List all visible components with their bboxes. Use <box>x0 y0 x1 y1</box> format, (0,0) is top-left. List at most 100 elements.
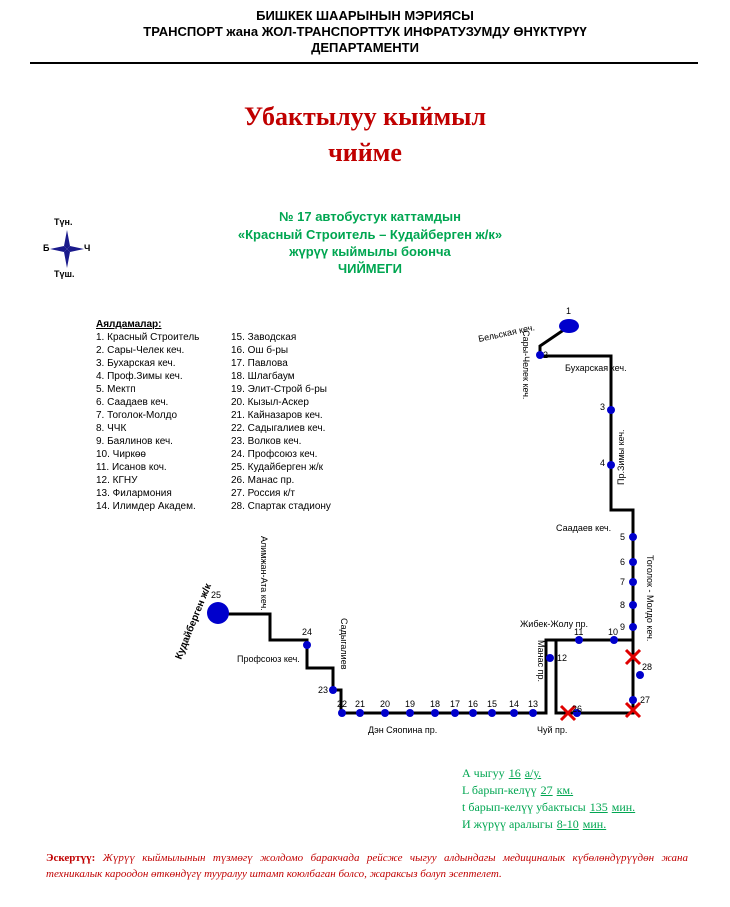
street-prof-zimy: Пр.Зимы кеч. <box>616 429 626 485</box>
legend-item: 28. Спартак стадиону <box>231 501 331 512</box>
legend-item: 3. Бухарская кеч. <box>96 358 176 369</box>
legend-item: 25. Кудайберген ж/к <box>231 462 324 473</box>
legend-item: 13. Филармония <box>96 488 172 499</box>
stop-number-24: 24 <box>302 627 312 637</box>
stop-20 <box>381 709 389 717</box>
subtitle-line-3: жүрүү кыймылы боюнча <box>289 244 451 259</box>
stop-number-5: 5 <box>620 532 625 542</box>
stop-17 <box>451 709 459 717</box>
header-divider <box>30 62 698 64</box>
street-saadaev: Саадаев кеч. <box>556 523 611 533</box>
stop-number-14: 14 <box>509 699 519 709</box>
stop-number-8: 8 <box>620 600 625 610</box>
stop-4 <box>607 461 615 469</box>
stop-8 <box>629 601 637 609</box>
stop-16 <box>469 709 477 717</box>
stat-interval-unit: мин. <box>582 817 607 831</box>
legend-item: 2. Сары-Челек кеч. <box>96 345 185 356</box>
stop-number-20: 20 <box>380 699 390 709</box>
blocked-cross-icon <box>624 701 642 719</box>
stop-18 <box>431 709 439 717</box>
stop-number-27: 27 <box>640 695 650 705</box>
compass-east-label: Ч <box>84 243 91 253</box>
stop-number-17: 17 <box>450 699 460 709</box>
legend-item: 8. ЧЧК <box>96 423 127 434</box>
subtitle-line-1: № 17 автобустук каттамдын <box>279 209 461 224</box>
legend-item: 15. Заводская <box>231 332 297 343</box>
legend-item: 11. Исанов коч. <box>96 462 167 473</box>
stop-26 <box>573 709 581 717</box>
stat-vehicles-label: А чыгуу <box>462 766 505 780</box>
stop-15 <box>488 709 496 717</box>
compass-rose-icon <box>50 230 84 268</box>
stat-vehicles-unit: а/у. <box>524 766 542 780</box>
legend-item: 7. Тоголок-Молдо <box>96 410 178 421</box>
title-line-1: Убактылуу кыймыл <box>243 102 487 131</box>
stop-number-15: 15 <box>487 699 497 709</box>
stop-number-2: 2 <box>543 350 548 360</box>
title-line-2: чийме <box>328 138 402 167</box>
compass-west-label: Б <box>43 243 50 253</box>
legend-item: 6. Саадаев кеч. <box>96 397 169 408</box>
header-line-2: ТРАНСПОРТ жана ЖОЛ-ТРАНСПОРТТУК ИНФРАТУЗ… <box>143 24 587 39</box>
stop-number-22: 22 <box>337 699 347 709</box>
stat-time-value: 135 <box>589 800 608 814</box>
street-sary-chelek: Сары-Челек кеч. <box>521 330 531 399</box>
stat-time-unit: мин. <box>611 800 636 814</box>
legend-item: 1. Красный Строитель <box>96 332 200 343</box>
stat-interval-value: 8-10 <box>556 817 579 831</box>
street-togolok-moldo: Тоголок - Молдо кеч. <box>645 555 655 641</box>
stat-time-label: t барып-келүү убактысы <box>462 800 586 814</box>
stop-3 <box>607 406 615 414</box>
stat-length-unit: км. <box>556 783 574 797</box>
blocked-markers <box>559 648 642 722</box>
street-manas: Манас пр. <box>536 640 546 682</box>
legend-item: 23. Волков кеч. <box>231 436 302 447</box>
stop-number-9: 9 <box>620 622 625 632</box>
stop-7 <box>629 578 637 586</box>
street-deng-xiaoping: Дэн Сяопина пр. <box>368 725 437 735</box>
stop-21 <box>356 709 364 717</box>
stop-number-26: 26 <box>572 704 582 714</box>
route-line-north <box>538 325 635 715</box>
route-line-west <box>218 612 556 715</box>
street-kudaybergen: Кудайберген ж/к <box>173 581 215 661</box>
stop-13 <box>529 709 537 717</box>
stop-11 <box>575 636 583 644</box>
stat-interval-label: И жүрүү аралыгы <box>462 817 553 831</box>
stop-number-16: 16 <box>468 699 478 709</box>
subtitle-line-2: «Красный Строитель – Кудайберген ж/к» <box>237 227 503 242</box>
compass-north-label: Түн. <box>54 217 73 227</box>
stop-25-terminal <box>207 602 229 624</box>
stop-12 <box>546 654 554 662</box>
stat-length-value: 27 <box>540 783 553 797</box>
stop-number-7: 7 <box>620 577 625 587</box>
compass-south-label: Түш. <box>54 269 75 279</box>
legend-item: 22. Садыгалиев кеч. <box>231 423 326 434</box>
legend-item: 18. Шлагбаум <box>231 371 295 382</box>
legend-item: 26. Манас пр. <box>231 475 295 486</box>
blocked-cross-icon <box>624 648 642 666</box>
street-names: Бельская кеч. Сары-Челек кеч. Бухарская … <box>173 322 655 735</box>
stop-22 <box>338 709 346 717</box>
legend-item: 10. Чиркөө <box>96 449 146 460</box>
legend-item: 20. Кызыл-Аскер <box>231 397 309 408</box>
stop-number-13: 13 <box>528 699 538 709</box>
legend-item: 4. Проф.Зимы кеч. <box>96 371 183 382</box>
stop-1-terminal <box>559 319 579 333</box>
legend-item: 24. Профсоюз кеч. <box>231 449 318 460</box>
legend-column-1: 1. Красный Строитель 2. Сары-Челек кеч. 3.… <box>96 331 199 513</box>
legend-item: 14. Илимдер Академ. <box>96 501 196 512</box>
legend-item: 19. Элит-Строй б-ры <box>231 384 327 395</box>
stop-2 <box>536 351 544 359</box>
stop-number-12: 12 <box>557 653 567 663</box>
stop-number-3: 3 <box>600 402 605 412</box>
legend-item: 5. Мектп <box>96 384 136 395</box>
stop-14 <box>510 709 518 717</box>
stop-19 <box>406 709 414 717</box>
